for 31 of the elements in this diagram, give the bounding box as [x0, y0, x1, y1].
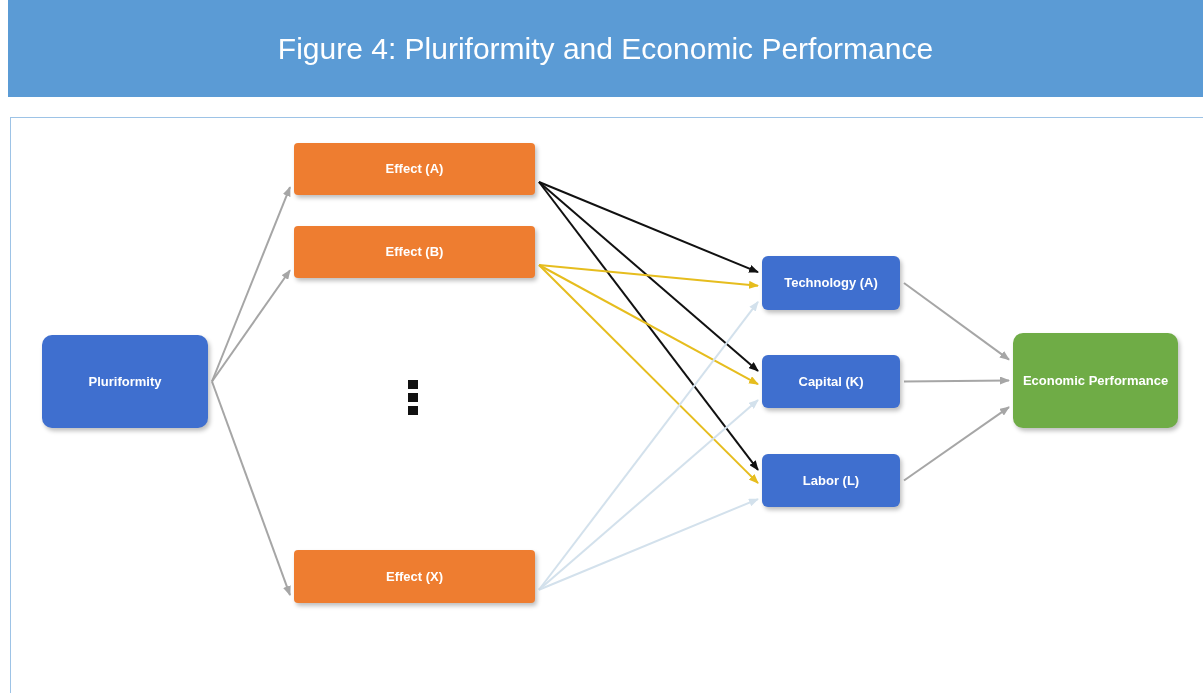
- process-box: [294, 550, 535, 603]
- arrow: [211, 269, 291, 383]
- arrow: [903, 376, 1010, 385]
- process-box: [762, 454, 900, 507]
- arrow: [538, 181, 759, 372]
- arrow: [538, 399, 759, 591]
- arrow: [538, 264, 759, 386]
- arrow: [538, 498, 759, 591]
- arrow: [538, 264, 759, 289]
- box-label: Effect (X): [385, 567, 444, 586]
- box-label: Effect (B): [385, 243, 444, 262]
- process-box: [1013, 333, 1178, 428]
- box-label: Pluriformity: [88, 372, 162, 391]
- arrow: [903, 282, 1010, 361]
- process-box: [294, 226, 535, 278]
- arrow: [538, 181, 759, 274]
- process-box: [294, 143, 535, 195]
- process-box: [762, 256, 900, 310]
- box-label: Technology (A): [784, 274, 878, 293]
- process-box: [762, 355, 900, 408]
- process-box: [42, 335, 208, 428]
- arrow: [538, 181, 759, 471]
- arrow: [903, 406, 1010, 482]
- arrow: [538, 300, 759, 591]
- box-label: Capital (K): [798, 372, 864, 391]
- box-label: Labor (L): [802, 471, 860, 490]
- arrow: [538, 264, 759, 485]
- box-label: Economic Performance: [1022, 371, 1169, 390]
- title: Figure 4: Pluriformity and Economic Performance: [277, 31, 934, 66]
- arrow: [211, 380, 291, 597]
- box-label: Effect (A): [385, 160, 444, 179]
